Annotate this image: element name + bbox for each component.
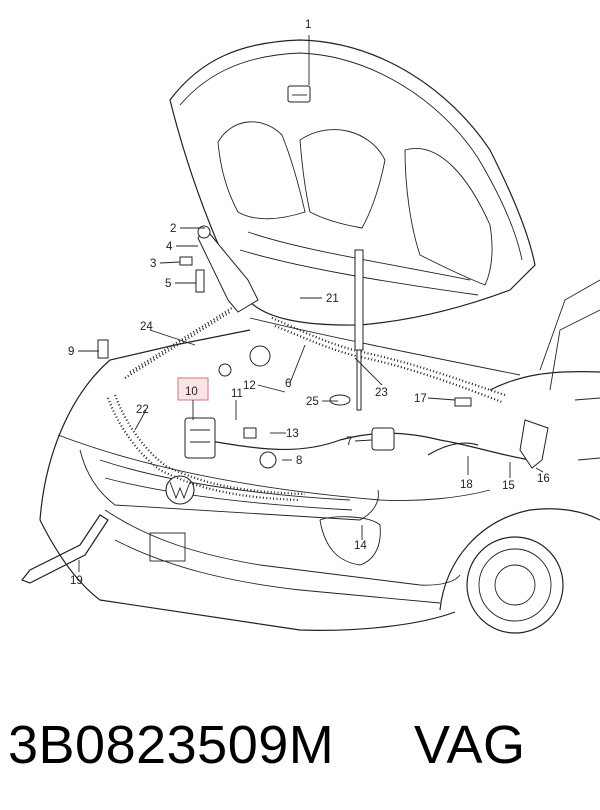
bolts-and-grommets xyxy=(97,225,472,469)
callout-4: 4 xyxy=(166,241,173,253)
callout-5: 5 xyxy=(165,278,171,290)
release-lever xyxy=(519,419,549,469)
callout-24: 24 xyxy=(140,321,153,333)
hood-lock xyxy=(184,417,216,459)
callout-23: 23 xyxy=(375,387,388,399)
callout-8: 8 xyxy=(296,455,302,467)
callout-10: 10 xyxy=(185,386,198,398)
callout-1: 1 xyxy=(305,19,311,31)
leader-lines xyxy=(78,35,544,572)
callout-14: 14 xyxy=(354,540,367,552)
callout-12: 12 xyxy=(243,380,256,392)
callout-21: 21 xyxy=(326,293,339,305)
hood-hinge xyxy=(197,227,259,313)
brand-name: VAG xyxy=(414,715,526,775)
part-number: 3B0823509M xyxy=(8,715,335,775)
latch-bracket xyxy=(371,427,395,451)
callout-9: 9 xyxy=(68,346,74,358)
callout-2: 2 xyxy=(170,223,176,235)
hood-gas-strut xyxy=(354,249,364,411)
callout-6: 6 xyxy=(285,378,291,390)
callout-22: 22 xyxy=(136,404,149,416)
hood-prop-rod xyxy=(21,514,109,584)
callout-labels: 1 2 3 4 5 6 7 8 9 10 11 12 13 14 15 16 1… xyxy=(68,19,550,587)
car-front-body xyxy=(39,279,600,634)
exploded-parts-diagram: 1 2 3 4 5 6 7 8 9 10 11 12 13 14 15 16 1… xyxy=(21,19,600,634)
vw-emblem xyxy=(165,475,195,505)
caption-bar: 3B0823509M VAG xyxy=(0,705,600,785)
callout-19: 19 xyxy=(70,575,83,587)
callout-13: 13 xyxy=(286,428,299,440)
seal-strips xyxy=(106,305,506,502)
callout-18: 18 xyxy=(460,479,473,491)
callout-17: 17 xyxy=(414,393,427,405)
callout-11: 11 xyxy=(231,388,243,400)
callout-7: 7 xyxy=(346,436,352,448)
callout-3: 3 xyxy=(150,258,156,270)
callout-16: 16 xyxy=(537,473,550,485)
callout-25: 25 xyxy=(306,396,319,408)
callout-15: 15 xyxy=(502,480,515,492)
